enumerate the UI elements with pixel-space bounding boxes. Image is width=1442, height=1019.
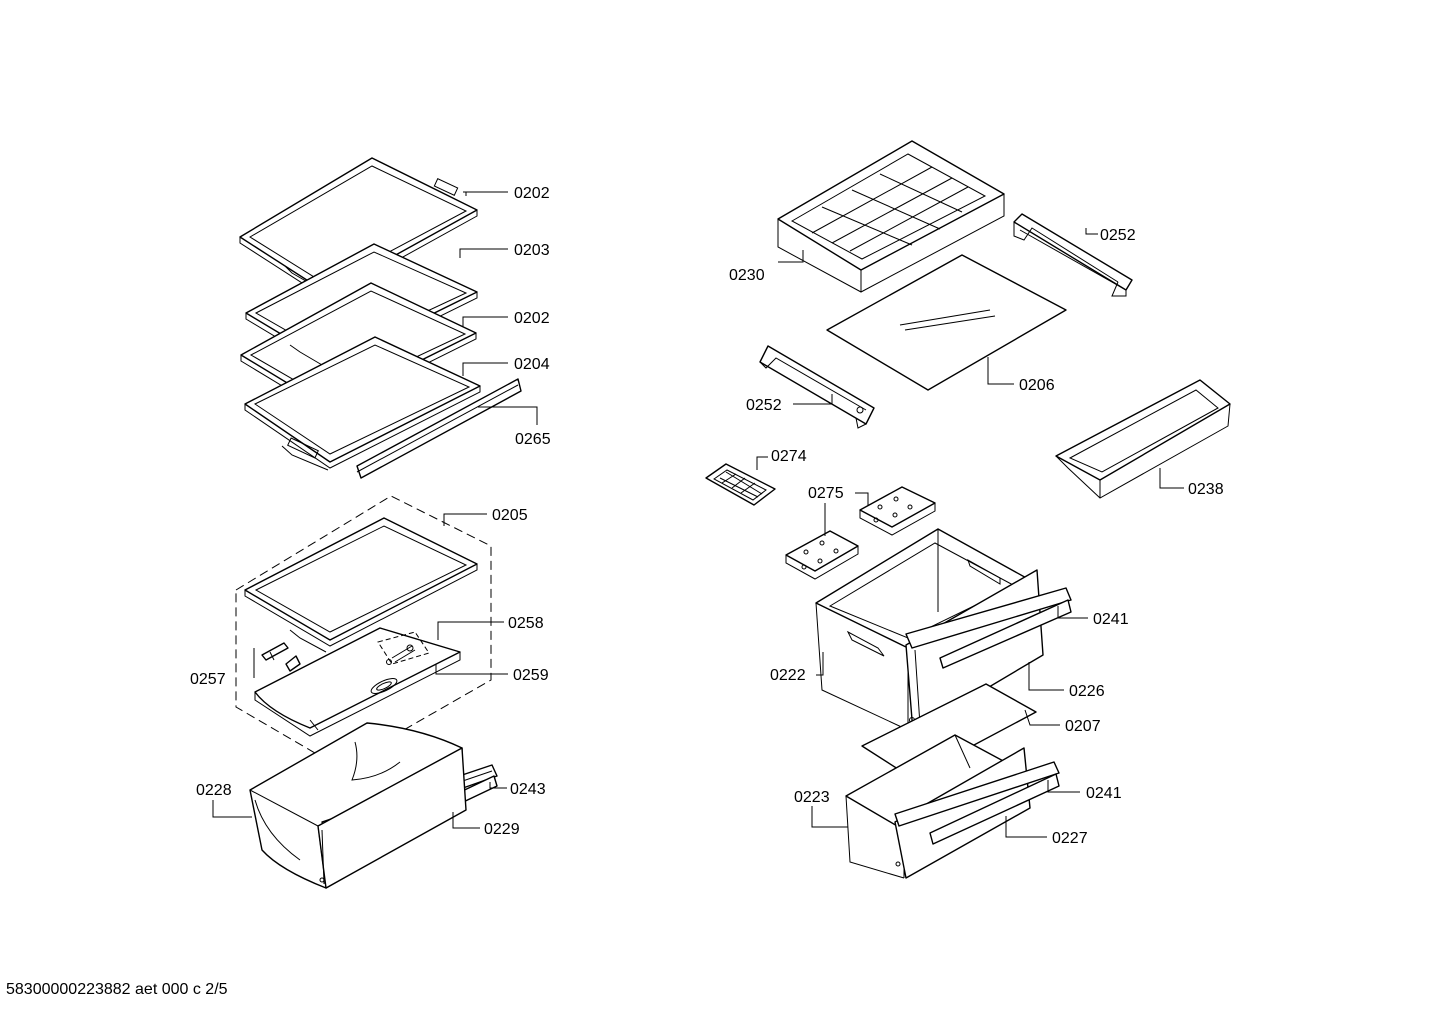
label-0230: 0230: [729, 267, 765, 284]
label-0227: 0227: [1052, 830, 1088, 847]
label-0203: 0203: [514, 242, 550, 259]
label-0259: 0259: [513, 667, 549, 684]
label-0228: 0228: [196, 782, 232, 799]
label-0229: 0229: [484, 821, 520, 838]
handle-0241-upper: [905, 587, 1072, 669]
label-0258: 0258: [508, 615, 544, 632]
label-0204: 0204: [514, 356, 550, 373]
label-0241-lower: 0241: [1086, 785, 1122, 802]
label-0238: 0238: [1188, 481, 1224, 498]
clip-0257: [261, 642, 301, 672]
label-0202-lower: 0202: [514, 310, 550, 327]
cover-plate-0259: [254, 627, 461, 737]
label-0252-lower: 0252: [746, 397, 782, 414]
label-0222: 0222: [770, 667, 806, 684]
glass-shelf-0205: [244, 517, 478, 653]
label-0243: 0243: [510, 781, 546, 798]
trim-strip-0265: [356, 378, 522, 479]
label-0223: 0223: [794, 789, 830, 806]
rail-0252-lower: [759, 345, 875, 429]
label-0202-top: 0202: [514, 185, 550, 202]
part-labels: 0202 0203 0202 0204 0265 0205 0258 0257 …: [190, 185, 1224, 847]
divider-plate-0207: [861, 683, 1037, 779]
leader-lines: [212, 191, 1184, 838]
label-0241-upper: 0241: [1093, 611, 1129, 628]
label-0265: 0265: [515, 431, 551, 448]
label-0206: 0206: [1019, 377, 1055, 394]
rail-0252-upper: [1013, 213, 1133, 297]
handle-0241-lower: [894, 761, 1060, 845]
hinge-0258: [377, 631, 430, 665]
label-0226: 0226: [1069, 683, 1105, 700]
label-0252-upper: 0252: [1100, 227, 1136, 244]
diagram-footer-id: 58300000223882 aet 000 c 2/5: [6, 981, 228, 998]
glass-plate-0206: [826, 254, 1067, 391]
freezer-tray-0230: [777, 140, 1005, 293]
glass-shelf-0202-top: [239, 157, 478, 300]
door-bin-0238: [1055, 379, 1231, 499]
front-plate-0229: [317, 747, 467, 889]
assembly-0205-outline: [235, 495, 492, 768]
ice-tray-0274: [705, 463, 776, 506]
label-0274: 0274: [771, 448, 807, 465]
label-0257: 0257: [190, 671, 226, 688]
label-0207: 0207: [1065, 718, 1101, 735]
ice-pack-0275-b: [785, 530, 859, 580]
label-0275: 0275: [808, 485, 844, 502]
ice-pack-0275-a: [859, 486, 936, 536]
label-0205: 0205: [492, 507, 528, 524]
glass-shelf-0204: [244, 336, 481, 471]
